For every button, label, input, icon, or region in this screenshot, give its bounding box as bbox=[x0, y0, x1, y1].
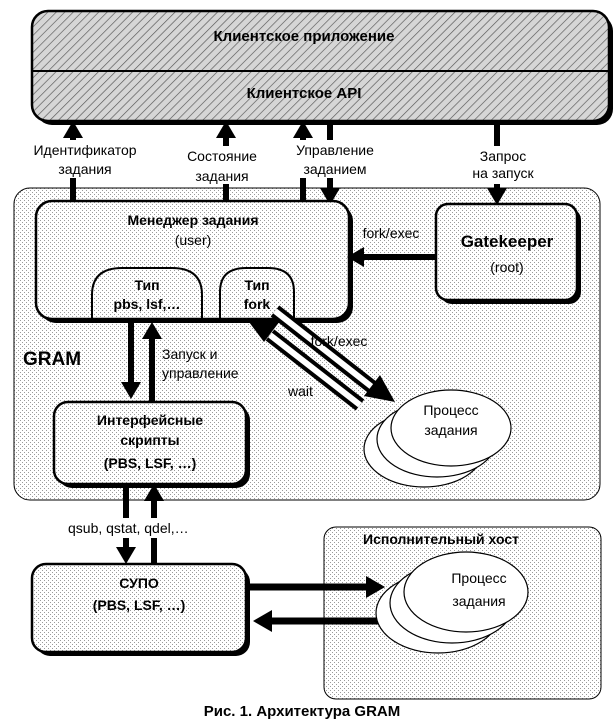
type-fork-label-2: fork bbox=[244, 296, 271, 312]
wait-label: wait bbox=[287, 383, 313, 399]
launch-control-label-1: Запуск и bbox=[162, 346, 218, 362]
wait-diagonal-arrow bbox=[246, 318, 365, 411]
gram-job-process: Процесс задания bbox=[363, 389, 512, 488]
type-fork-label-1: Тип bbox=[244, 277, 269, 293]
job-control-label-1: Управление bbox=[296, 142, 374, 158]
type-fork-box: Тип fork bbox=[219, 267, 295, 319]
exec-process-label-2: задания bbox=[452, 593, 505, 609]
type-pbs-box: Тип pbs, lsf,… bbox=[91, 267, 203, 319]
job-manager-box: Менеджер задания (user) bbox=[34, 199, 353, 323]
batch-commands-label: qsub, qstat, qdel,… bbox=[68, 520, 189, 536]
supo-label-1: СУПО bbox=[119, 575, 159, 591]
process-to-supo-arrow bbox=[253, 610, 391, 632]
scripts-to-jm-arrow bbox=[142, 322, 162, 402]
fork-exec-top-label: fork/exec bbox=[363, 225, 420, 241]
supo-label-2: (PBS, LSF, …) bbox=[93, 597, 186, 613]
gram-process-label-1: Процесс bbox=[423, 402, 478, 418]
fork-exec-diagonal-label: fork/exec bbox=[311, 333, 368, 349]
scripts-label-3: (PBS, LSF, …) bbox=[104, 455, 197, 471]
supo-to-process-arrow bbox=[246, 576, 385, 598]
launch-control-label-2: управление bbox=[162, 365, 239, 381]
gatekeeper-box: Gatekeeper (root) bbox=[434, 202, 581, 304]
exec-host-title: Исполнительный хост bbox=[363, 531, 519, 547]
gram-label: GRAM bbox=[23, 349, 81, 370]
figure-caption: Рис. 1. Архитектура GRAM bbox=[204, 703, 401, 720]
job-manager-title: Менеджер задания bbox=[127, 212, 258, 228]
interface-scripts-box: Интерфейсные скрипты (PBS, LSF, …) bbox=[52, 400, 250, 488]
exec-process-label-1: Процесс bbox=[451, 570, 506, 586]
client-api-label: Клиентское API bbox=[247, 85, 362, 102]
client-block: Клиентское приложение Клиентское API bbox=[30, 9, 613, 125]
job-state-label-1: Состояние bbox=[187, 148, 257, 164]
type-pbs-label-2: pbs, lsf,… bbox=[114, 296, 181, 312]
fork-exec-top-arrow bbox=[347, 247, 436, 267]
job-id-label-1: Идентификатор bbox=[33, 142, 136, 158]
jm-to-scripts-arrow bbox=[121, 319, 141, 399]
fork-exec-diagonal-arrow bbox=[270, 305, 395, 402]
type-pbs-label-1: Тип bbox=[134, 277, 159, 293]
job-state-label-2: задания bbox=[195, 168, 248, 184]
launch-request-label-2: на запуск bbox=[472, 165, 534, 181]
gatekeeper-sub: (root) bbox=[490, 259, 523, 275]
gram-process-label-2: задания bbox=[424, 422, 477, 438]
launch-request-label-1: Запрос bbox=[480, 148, 526, 164]
job-id-label-2: задания bbox=[58, 161, 111, 177]
supo-box: СУПО (PBS, LSF, …) bbox=[30, 562, 250, 656]
job-manager-sub: (user) bbox=[175, 232, 212, 248]
exec-host-job-process: Процесс задания bbox=[375, 551, 529, 654]
scripts-label-2: скрипты bbox=[120, 432, 179, 448]
client-app-label: Клиентское приложение bbox=[214, 28, 395, 45]
scripts-label-1: Интерфейсные bbox=[97, 412, 203, 428]
gatekeeper-title: Gatekeeper bbox=[461, 232, 554, 251]
job-control-label-2: заданием bbox=[303, 161, 366, 177]
